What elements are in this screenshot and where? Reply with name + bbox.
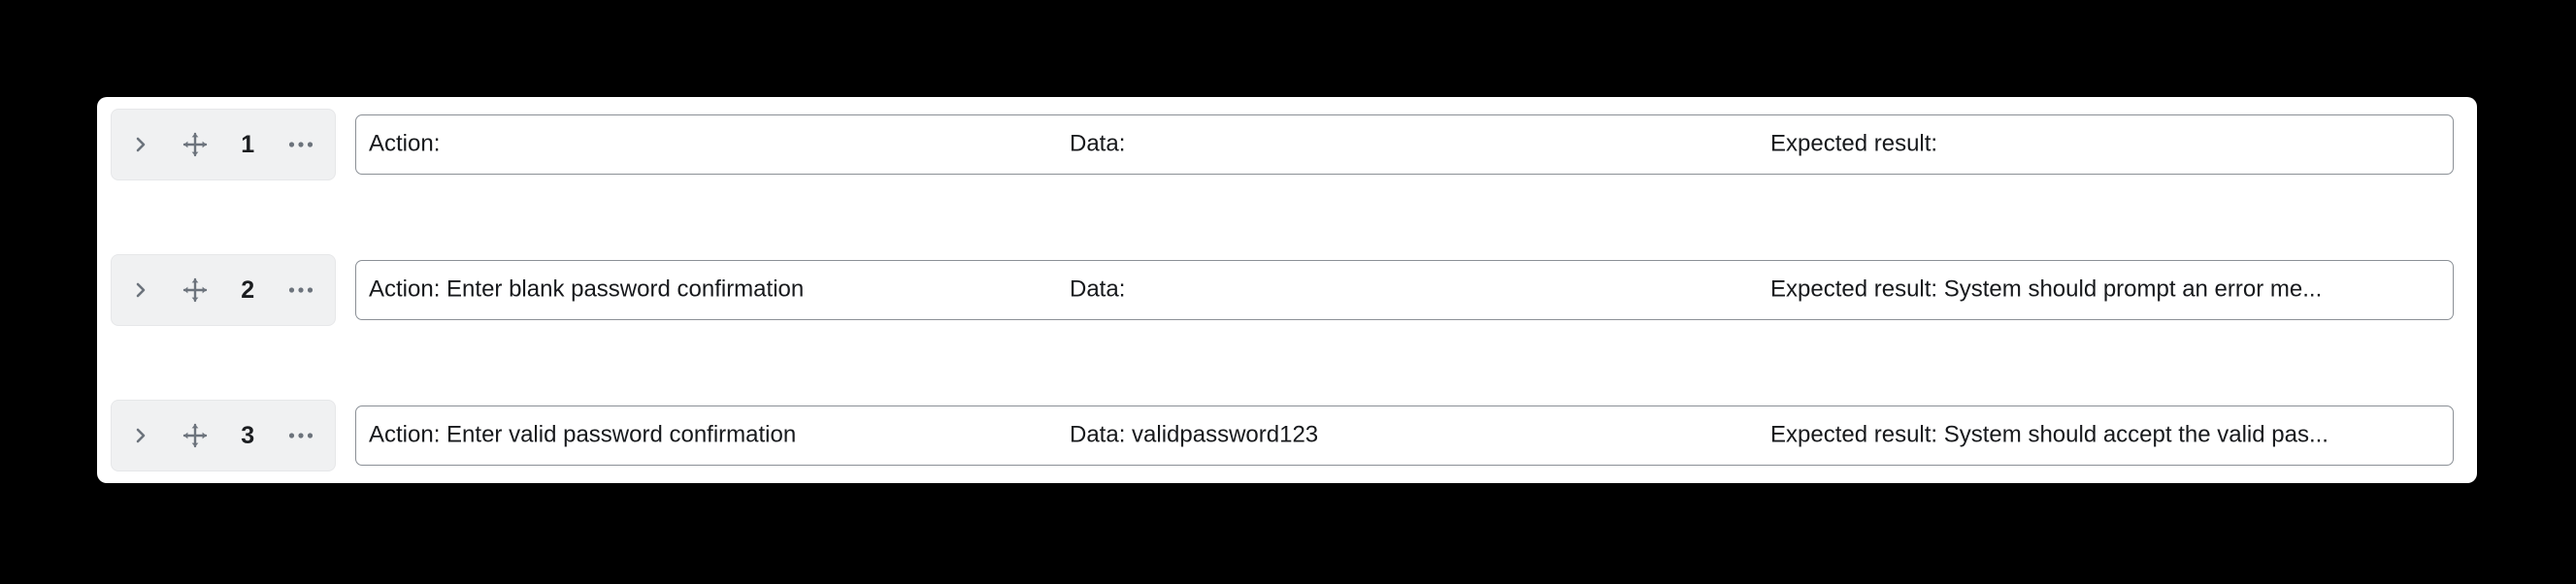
step-action-text: Action: Enter blank password confirmatio…: [369, 276, 805, 303]
row-number: 3: [241, 421, 255, 449]
row-number: 1: [241, 130, 255, 158]
row-controls-1[interactable]: 1: [111, 109, 336, 180]
step-expected-text: Expected result: System should prompt an…: [1770, 276, 2323, 303]
row-controls-2[interactable]: 2: [111, 254, 336, 326]
step-action-text: Action:: [369, 130, 441, 157]
ellipsis-icon[interactable]: [288, 141, 314, 148]
step-input-1[interactable]: Action: Data: Expected result:: [355, 114, 2454, 175]
table-row: 1 Action: Data: Expected result:: [97, 109, 2477, 180]
step-input-2[interactable]: Action: Enter blank password confirmatio…: [355, 260, 2454, 320]
move-handle-icon[interactable]: [182, 423, 208, 448]
row-number: 2: [241, 276, 255, 304]
move-handle-icon[interactable]: [182, 277, 208, 303]
table-row: 3 Action: Enter valid password confirmat…: [97, 400, 2477, 471]
test-steps-card: 1 Action: Data: Expected result:: [97, 97, 2477, 483]
ellipsis-icon[interactable]: [288, 286, 314, 294]
step-data-text: Data:: [1070, 276, 1126, 303]
step-data-text: Data:: [1070, 130, 1126, 157]
chevron-right-icon[interactable]: [133, 426, 149, 445]
chevron-right-icon[interactable]: [133, 280, 149, 300]
move-handle-icon[interactable]: [182, 132, 208, 157]
ellipsis-icon[interactable]: [288, 432, 314, 439]
step-expected-text: Expected result: System should accept th…: [1770, 421, 2328, 448]
step-data-text: Data: validpassword123: [1070, 421, 1319, 448]
row-controls-3[interactable]: 3: [111, 400, 336, 471]
chevron-right-icon[interactable]: [133, 135, 149, 154]
step-expected-text: Expected result:: [1770, 130, 1938, 157]
step-action-text: Action: Enter valid password confirmatio…: [369, 421, 797, 448]
table-row: 2 Action: Enter blank password confirmat…: [97, 254, 2477, 326]
step-input-3[interactable]: Action: Enter valid password confirmatio…: [355, 406, 2454, 466]
